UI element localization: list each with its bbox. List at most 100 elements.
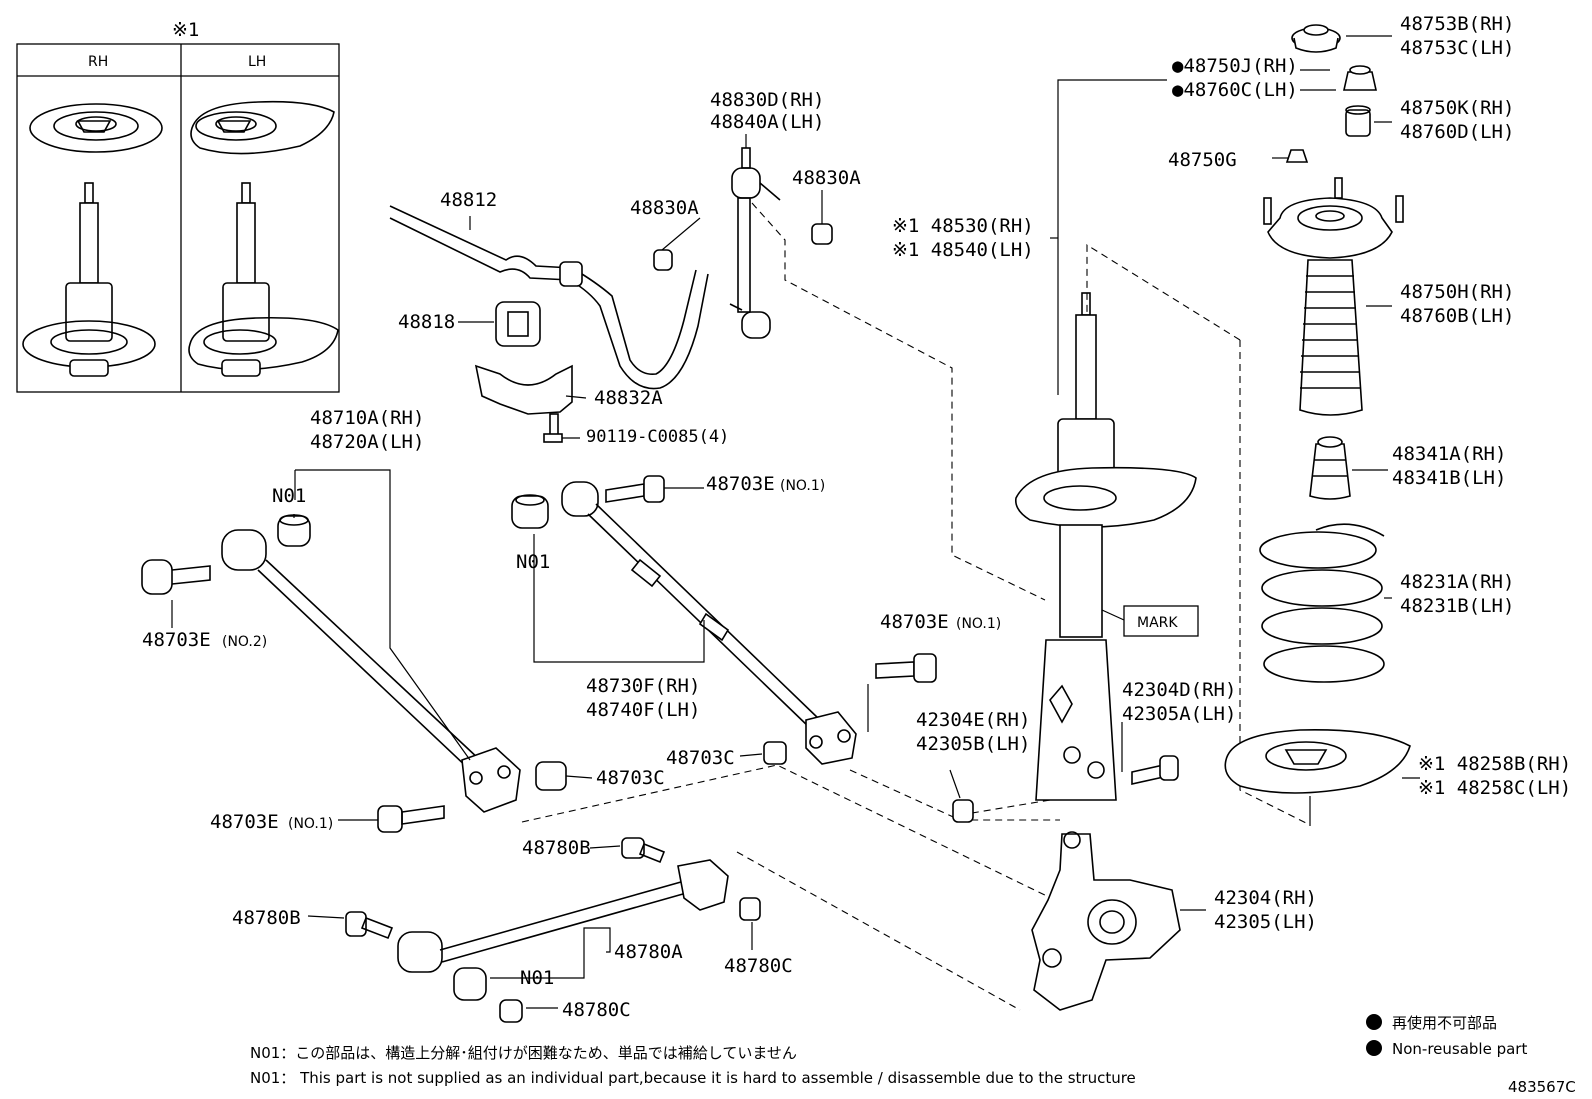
label-bumper-lh: 48341B(LH) bbox=[1392, 467, 1506, 489]
label-nut-c1: 48703C bbox=[596, 767, 665, 789]
label-link-nut-r: 48830A bbox=[792, 167, 861, 189]
nut-bushing bbox=[1343, 65, 1377, 91]
mark-tag: MARK bbox=[1101, 605, 1199, 637]
label-n01-b: N01 bbox=[516, 551, 550, 573]
part-labels: 48753B(RH) 48753C(LH) ●48750J(RH) ●48760… bbox=[142, 13, 1571, 1021]
label-absorber-rh: ※1 48530(RH) bbox=[892, 215, 1034, 237]
label-mount-cap-lh: 48753C(LH) bbox=[1400, 37, 1514, 59]
label-top-nut: 48750G bbox=[1168, 149, 1237, 171]
top-nut bbox=[1285, 149, 1309, 163]
inset-mark: ※1 bbox=[172, 19, 199, 41]
bush-n01-a bbox=[277, 514, 311, 547]
label-lower-bush-rh: 48750K(RH) bbox=[1400, 97, 1514, 119]
label-bolt-no1-low: 48703E bbox=[210, 811, 279, 833]
bolt-780b-1 bbox=[621, 837, 666, 864]
leader-lines bbox=[171, 35, 1420, 1009]
inset-lh-parts bbox=[188, 100, 339, 377]
label-arm1-rh: 48710A(RH) bbox=[310, 407, 424, 429]
bush-n01-c bbox=[453, 967, 487, 1001]
legend: 再使用不可部品 Non-reusable part bbox=[1366, 1014, 1527, 1058]
label-n01-a: N01 bbox=[272, 485, 306, 507]
suspension-support bbox=[1263, 177, 1404, 416]
bar-bracket bbox=[474, 364, 573, 443]
inset-rh-parts bbox=[22, 103, 163, 377]
label-bolt-no1-mid-suffix: (NO.1) bbox=[956, 616, 1001, 632]
label-insulator-lh: ※1 48258C(LH) bbox=[1418, 777, 1571, 799]
nut-780c-1 bbox=[739, 897, 761, 921]
mark-tag-text: MARK bbox=[1137, 615, 1178, 631]
link-rod bbox=[729, 147, 781, 339]
label-bar: 48812 bbox=[440, 189, 497, 211]
legend-dot-jp bbox=[1366, 1014, 1382, 1030]
label-arm2-rh: 48730F(RH) bbox=[586, 675, 700, 697]
arm-no2 bbox=[561, 481, 857, 765]
label-lower-bush-lh: 48760D(LH) bbox=[1400, 121, 1514, 143]
label-link-nut-l: 48830A bbox=[630, 197, 699, 219]
bolt-no2 bbox=[141, 559, 211, 595]
arm-48780a bbox=[397, 859, 729, 973]
label-knuckle-bolt-lh: 42305A(LH) bbox=[1122, 703, 1236, 725]
label-arm1-lh: 48720A(LH) bbox=[310, 431, 424, 453]
knuckle-nut bbox=[952, 799, 974, 823]
shock-absorber bbox=[1014, 292, 1197, 801]
label-bolt-no1-top: 48703E bbox=[706, 473, 775, 495]
diagram-id: 483567C bbox=[1508, 1078, 1576, 1096]
label-nut-780c2: 48780C bbox=[562, 999, 631, 1021]
note-jp: N01：この部品は、構造上分解･組付けが困難なため、単品では補給していません bbox=[250, 1044, 797, 1062]
bolt-780b-2 bbox=[345, 911, 394, 940]
label-arm3: 48780A bbox=[614, 941, 683, 963]
label-bolt-no1-top-suffix: (NO.1) bbox=[780, 478, 825, 494]
lower-bushing bbox=[1345, 105, 1371, 137]
bump-stopper bbox=[1309, 436, 1351, 500]
bush-n01-b bbox=[511, 494, 549, 529]
label-insulator-rh: ※1 48258B(RH) bbox=[1418, 753, 1571, 775]
label-knuckle-nut-rh: 42304E(RH) bbox=[916, 709, 1030, 731]
knuckle-bolt bbox=[1131, 755, 1179, 785]
label-spring-rh: 48231A(RH) bbox=[1400, 571, 1514, 593]
stabilizer-bar bbox=[389, 205, 709, 390]
spring-insulator bbox=[1224, 729, 1411, 794]
arm-no1 bbox=[221, 529, 521, 813]
link-nut-b bbox=[811, 223, 833, 245]
label-bracket: 48832A bbox=[594, 387, 663, 409]
bar-bushing bbox=[495, 301, 541, 347]
label-nut-780c1: 48780C bbox=[724, 955, 793, 977]
label-knuckle-rh: 42304(RH) bbox=[1214, 887, 1317, 909]
label-bolt-no2-suffix: (NO.2) bbox=[222, 634, 267, 650]
label-arm2-lh: 48740F(LH) bbox=[586, 699, 700, 721]
label-knuckle-lh: 42305(LH) bbox=[1214, 911, 1317, 933]
bolt-no1-top bbox=[605, 475, 665, 503]
footnotes: N01：この部品は、構造上分解･組付けが困難なため、単品では補給していません N… bbox=[250, 1044, 1576, 1096]
legend-en: Non-reusable part bbox=[1392, 1040, 1527, 1058]
inset-col-rh: RH bbox=[88, 54, 108, 70]
nut-c-1 bbox=[535, 761, 567, 791]
label-support-rh: 48750H(RH) bbox=[1400, 281, 1514, 303]
label-bolt-b2: 48780B bbox=[232, 907, 301, 929]
inset-panel: ※1 RH LH bbox=[16, 19, 340, 393]
label-mount-cap-rh: 48753B(RH) bbox=[1400, 13, 1514, 35]
nut-c-2 bbox=[763, 741, 787, 765]
label-bolt-no1-mid: 48703E bbox=[880, 611, 949, 633]
label-absorber-lh: ※1 48540(LH) bbox=[892, 239, 1034, 261]
knuckle bbox=[1031, 831, 1181, 1011]
label-knuckle-bolt-rh: 42304D(RH) bbox=[1122, 679, 1236, 701]
inset-col-lh: LH bbox=[248, 54, 266, 70]
legend-jp: 再使用不可部品 bbox=[1392, 1014, 1497, 1032]
nut-780c-2 bbox=[499, 999, 523, 1023]
label-link-lh: 48840A(LH) bbox=[710, 111, 824, 133]
label-bolt-b1: 48780B bbox=[522, 837, 591, 859]
label-link-rh: 48830D(RH) bbox=[710, 89, 824, 111]
label-n01-c: N01 bbox=[520, 967, 554, 989]
legend-dot-en bbox=[1366, 1040, 1382, 1056]
label-spring-lh: 48231B(LH) bbox=[1400, 595, 1514, 617]
coil-spring bbox=[1259, 523, 1385, 683]
label-nut-bush-rh: ●48750J(RH) bbox=[1172, 55, 1298, 77]
link-nut-a bbox=[653, 249, 673, 271]
label-bolt-no2: 48703E bbox=[142, 629, 211, 651]
label-support-lh: 48760B(LH) bbox=[1400, 305, 1514, 327]
mount-cap bbox=[1291, 24, 1341, 53]
label-nut-bush-lh: ●48760C(LH) bbox=[1172, 79, 1298, 101]
label-bolt-no1-low-suffix: (NO.1) bbox=[288, 816, 333, 832]
bolt-no1-mid bbox=[875, 653, 937, 683]
note-en: N01： This part is not supplied as an ind… bbox=[250, 1069, 1136, 1087]
